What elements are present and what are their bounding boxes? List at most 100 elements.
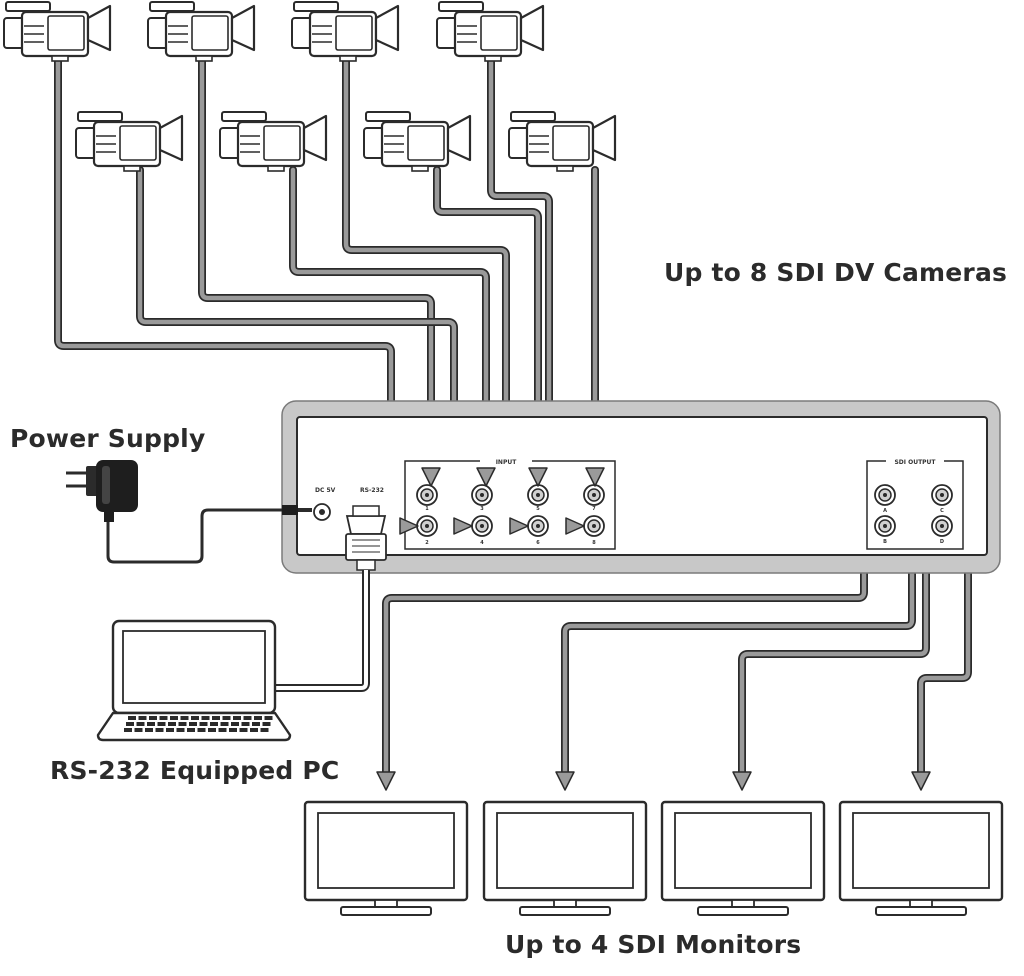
keyboard-key — [138, 716, 147, 720]
output-port-letter: C — [940, 508, 944, 514]
arrow-head — [376, 771, 396, 791]
rs232-cable-outline — [275, 570, 370, 692]
monitor-icon — [838, 800, 1004, 917]
bnc-port-icon — [583, 484, 605, 506]
keyboard-key — [243, 716, 252, 720]
keyboard-key — [170, 716, 178, 720]
output-port-letter: B — [883, 539, 887, 545]
keyboard-key — [145, 728, 153, 732]
video-camera-icon — [2, 0, 112, 63]
bnc-port-icon — [874, 515, 896, 537]
output-port-letter: D — [940, 539, 944, 545]
bnc-port-icon — [931, 484, 953, 506]
input-port-number: 4 — [480, 540, 484, 546]
video-camera-icon — [507, 110, 617, 173]
video-camera-icon — [146, 0, 256, 63]
keyboard-key — [212, 716, 220, 720]
keyboard-key — [149, 716, 157, 720]
power-cable — [106, 508, 284, 564]
keyboard-key — [229, 728, 237, 732]
arrow-head — [911, 771, 931, 791]
keyboard-key — [241, 722, 250, 726]
input-port-number: 6 — [536, 540, 540, 546]
monitor-row — [303, 800, 1004, 917]
keyboard-key — [254, 716, 262, 720]
rs232-port: RS-232 — [360, 487, 384, 494]
bnc-port-icon — [527, 484, 549, 506]
video-camera-icon — [74, 110, 184, 173]
arrow-head — [732, 771, 752, 791]
keyboard-key — [166, 728, 174, 732]
dc-plug — [282, 505, 312, 515]
keyboard-key — [260, 728, 269, 732]
video-camera-icon — [218, 110, 328, 173]
camera-row-top — [2, 0, 545, 63]
keyboard-key — [197, 728, 206, 732]
keyboard-key — [233, 716, 241, 720]
keyboard-key — [210, 722, 218, 726]
keyboard-key — [199, 722, 208, 726]
keyboard-key — [222, 716, 231, 720]
keyboard-key — [231, 722, 239, 726]
keyboard-key — [250, 728, 258, 732]
arrow-head — [555, 771, 575, 791]
keyboard-key — [239, 728, 248, 732]
output-header: SDI OUTPUT — [894, 459, 936, 466]
input-port-number: 3 — [480, 506, 484, 512]
bnc-port-icon — [874, 484, 896, 506]
bnc-port-icon — [416, 484, 438, 506]
keyboard-key — [168, 722, 176, 726]
keyboard-key — [147, 722, 155, 726]
video-camera-icon — [435, 0, 545, 63]
bnc-port-icon — [416, 515, 438, 537]
keyboard-key — [201, 716, 210, 720]
rs232-cable — [275, 570, 368, 690]
db9-connector-icon — [345, 505, 387, 571]
keyboard-key — [176, 728, 185, 732]
keyboard-key — [264, 716, 273, 720]
dc-label: DC 5V — [315, 487, 336, 494]
monitor-icon — [303, 800, 469, 917]
keyboard-key — [134, 728, 143, 732]
sdi-cable — [199, 55, 434, 483]
bnc-port-icon — [471, 484, 493, 506]
power-adapter-icon — [66, 460, 138, 522]
rs232-label: RS-232 — [360, 487, 384, 494]
keyboard-key — [126, 722, 134, 726]
bnc-port-icon — [931, 515, 953, 537]
bnc-port-icon — [527, 515, 549, 537]
output-port-letter: A — [883, 508, 887, 514]
monitors-label: Up to 4 SDI Monitors — [505, 930, 802, 959]
keyboard-key — [159, 716, 168, 720]
monitor-icon — [660, 800, 826, 917]
video-camera-icon — [290, 0, 400, 63]
sdi-cables — [54, 54, 972, 784]
keyboard-key — [187, 728, 195, 732]
monitor-icon — [482, 800, 648, 917]
keyboard-key — [191, 716, 199, 720]
keyboard-key — [218, 728, 227, 732]
keyboard-key — [189, 722, 197, 726]
input-header: INPUT — [496, 459, 518, 466]
input-port-number: 2 — [425, 540, 429, 546]
keyboard-key — [252, 722, 260, 726]
cameras-label: Up to 8 SDI DV Cameras — [664, 258, 1008, 287]
power-supply-label: Power Supply — [10, 424, 206, 453]
video-camera-icon — [362, 110, 472, 173]
keyboard-key — [262, 722, 271, 726]
sdi-cable — [290, 167, 489, 483]
keyboard-key — [136, 722, 145, 726]
keyboard-key — [157, 722, 166, 726]
sdi-output-block: SDI OUTPUT A C B D — [866, 457, 964, 550]
input-port-number: 1 — [425, 506, 429, 512]
keyboard-key — [178, 722, 187, 726]
keyboard-key — [124, 728, 132, 732]
laptop-icon — [96, 619, 292, 742]
keyboard-key — [128, 716, 136, 720]
keyboard-key — [155, 728, 164, 732]
dc-power-input: DC 5V — [313, 487, 336, 521]
bnc-port-icon — [583, 515, 605, 537]
pc-label: RS-232 Equipped PC — [50, 756, 340, 785]
